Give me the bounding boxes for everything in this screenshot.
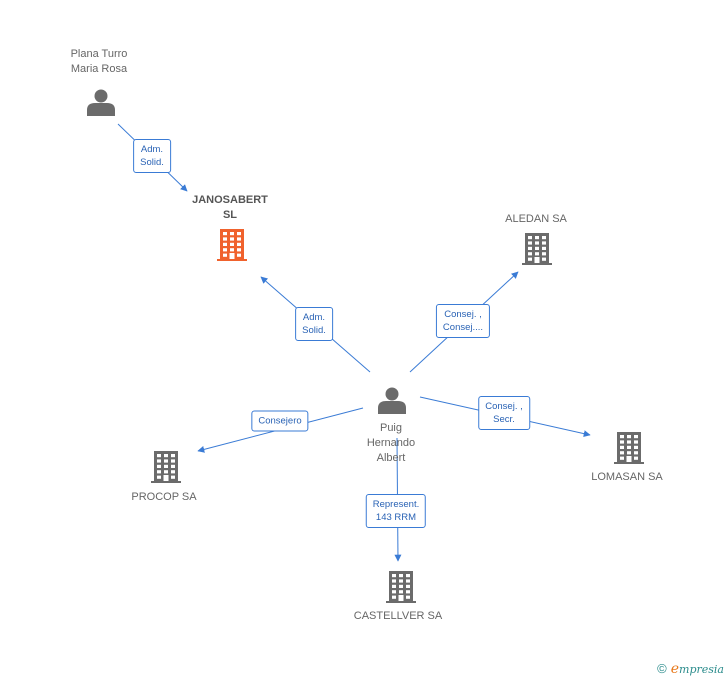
brand-watermark: ©empresia <box>657 661 724 677</box>
node-label-aledan[interactable]: ALEDAN SA <box>505 213 567 225</box>
person-icon-puig[interactable] <box>378 387 406 415</box>
building-icon-janosabert[interactable] <box>217 229 247 261</box>
building-icon-lomasan[interactable] <box>614 432 644 464</box>
person-icon-plana[interactable] <box>87 89 115 117</box>
node-label-procop[interactable]: PROCOP SA <box>131 491 197 503</box>
node-label-janosabert[interactable]: JANOSABERT SL <box>192 194 268 221</box>
building-icon-castellver[interactable] <box>386 571 416 603</box>
node-label-plana[interactable]: Plana Turro Maria Rosa <box>70 48 128 75</box>
edge-label-puig-procop: Consejero <box>251 410 309 432</box>
edge-label-puig-castellver: Represent. 143 RRM <box>365 494 427 528</box>
edge-label-puig-janosabert: Adm. Solid. <box>295 307 333 341</box>
node-label-puig[interactable]: Puig Hernando Albert <box>366 422 416 464</box>
building-icon-aledan[interactable] <box>522 233 552 265</box>
building-icon-procop[interactable] <box>151 451 181 483</box>
brand-logo-initial: e <box>670 661 680 677</box>
edge-label-plana-janosabert: Adm. Solid. <box>133 139 171 173</box>
edge-label-puig-aledan: Consej. , Consej.... <box>435 304 491 338</box>
copyright-symbol: © <box>657 661 667 676</box>
node-label-castellver[interactable]: CASTELLVER SA <box>353 610 443 622</box>
edge-label-puig-lomasan: Consej. , Secr. <box>478 396 530 430</box>
node-label-lomasan[interactable]: LOMASAN SA <box>591 471 663 483</box>
brand-logo-text: mpresia <box>679 663 724 676</box>
